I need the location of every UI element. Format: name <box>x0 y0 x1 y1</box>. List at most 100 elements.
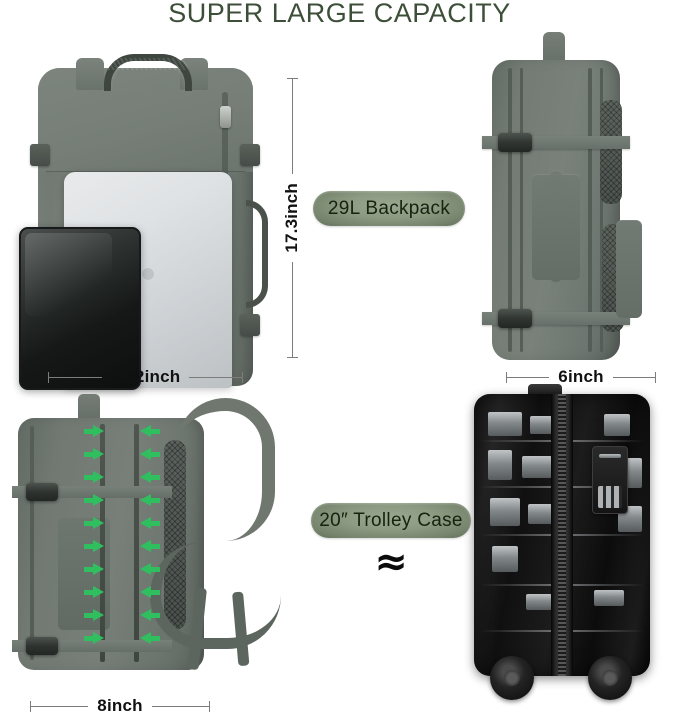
dimension-label: 8inch <box>97 696 143 715</box>
expansion-arrow-tail <box>84 544 93 549</box>
expansion-arrow-right <box>93 632 104 644</box>
expansion-arrow-right <box>93 586 104 598</box>
expansion-arrow-tail <box>84 613 93 618</box>
dimension-segment-start <box>507 376 550 378</box>
compression-buckle-left <box>30 144 50 166</box>
back-buckle-top <box>26 483 58 501</box>
expansion-arrow-tail <box>84 498 93 503</box>
expansion-arrow-right <box>93 517 104 529</box>
side-seam-b <box>520 68 523 352</box>
tablet <box>19 227 141 390</box>
expansion-arrow-tail <box>151 590 160 595</box>
expansion-arrow-tail <box>84 429 93 434</box>
expansion-arrow-tail <box>151 521 160 526</box>
case-chrome-9 <box>604 414 630 436</box>
dimension-label: 12.2inch <box>110 367 181 386</box>
expansion-arrow-right <box>93 425 104 437</box>
dimension-cap-end <box>655 371 656 383</box>
dimension-segment-end <box>291 261 293 358</box>
dimension-back-depth: 8inch <box>30 696 210 715</box>
dimension-cap-start <box>286 78 298 79</box>
expansion-arrow-tail <box>84 636 93 641</box>
dimension-front-width: 12.2inch <box>48 367 244 386</box>
expansion-arrow-right <box>93 471 104 483</box>
expansion-arrow-tail <box>84 567 93 572</box>
expansion-arrow-tail <box>151 452 160 457</box>
dimension-cap-end <box>209 700 210 712</box>
badge-trolley-case: 20″ Trolley Case <box>311 503 471 538</box>
case-wheel-right <box>588 656 632 700</box>
side-bottle-pocket <box>616 220 642 318</box>
dimension-cap-start <box>48 371 49 383</box>
dimension-cap-start <box>30 700 31 712</box>
backpack-side-panel <box>440 24 679 372</box>
expansion-arrow-right <box>93 448 104 460</box>
case-chrome-7 <box>492 546 518 572</box>
dimension-segment-start <box>291 79 293 175</box>
carry-handle <box>104 54 192 91</box>
expansion-arrow-tail <box>151 475 160 480</box>
dimension-segment-start <box>31 705 89 707</box>
dimension-side-depth: 6inch <box>506 367 656 386</box>
expansion-arrow-left <box>140 425 151 437</box>
expansion-arrow-tail <box>84 590 93 595</box>
side-seam-d <box>600 68 603 352</box>
back-top-grip <box>78 394 100 422</box>
shoulder-strap-lower <box>150 542 281 649</box>
expansion-arrow-left <box>140 632 151 644</box>
compression-buckle-right-bottom <box>240 314 260 336</box>
case-wheel-left <box>490 656 534 700</box>
case-chrome-3 <box>488 450 512 480</box>
expansion-arrow-left <box>140 540 151 552</box>
expansion-arrow-left <box>140 563 151 575</box>
dimension-cap-end <box>286 357 298 359</box>
expansion-arrow-left <box>140 609 151 621</box>
case-chrome-6 <box>528 504 552 524</box>
expansion-zipper-right <box>134 424 139 662</box>
back-seam-left <box>30 426 34 660</box>
expansion-arrow-tail <box>151 544 160 549</box>
expansion-arrow-tail <box>151 429 160 434</box>
case-chrome-12 <box>594 590 624 606</box>
backpack-lid <box>38 68 253 172</box>
expansion-arrow-right <box>93 609 104 621</box>
case-chrome-4 <box>522 456 552 478</box>
side-seam-a <box>508 68 512 352</box>
tsa-lock <box>592 446 628 514</box>
backpack-back-panel <box>0 392 300 692</box>
case-chrome-1 <box>488 412 522 436</box>
expansion-arrow-tail <box>84 521 93 526</box>
expansion-arrow-left <box>140 494 151 506</box>
case-chrome-5 <box>490 498 520 526</box>
expansion-arrow-left <box>140 586 151 598</box>
dimension-cap-start <box>506 371 507 383</box>
dimension-front-height: 17.3inch <box>282 78 301 359</box>
compression-buckle-top <box>498 133 532 152</box>
tsa-combination-dials <box>598 486 622 508</box>
dimension-label: 17.3inch <box>282 183 301 253</box>
expansion-arrow-right <box>93 540 104 552</box>
compression-buckle-right-top <box>240 144 260 166</box>
trolley-case-panel <box>440 384 679 714</box>
dimension-segment-end <box>612 376 655 378</box>
side-pocket-divider <box>550 170 562 282</box>
expansion-arrow-tail <box>151 613 160 618</box>
case-chrome-8 <box>526 594 552 610</box>
expansion-arrow-left <box>140 517 151 529</box>
dimension-label: 6inch <box>558 367 604 386</box>
case-shell <box>474 394 650 676</box>
expansion-arrow-left <box>140 448 151 460</box>
dimension-segment-end <box>189 376 243 378</box>
shoulder-strap-upper <box>176 398 275 541</box>
zipper-pull-icon <box>220 106 231 128</box>
back-buckle-bottom <box>26 637 58 655</box>
mesh-panel-upper <box>600 100 622 204</box>
tsa-lock-slot <box>599 454 621 458</box>
page-title: SUPER LARGE CAPACITY <box>168 0 511 28</box>
expansion-arrow-tail <box>151 636 160 641</box>
expansion-arrow-left <box>140 471 151 483</box>
expansion-arrow-right <box>93 563 104 575</box>
side-seam-c <box>588 68 592 352</box>
expansion-arrow-tail <box>151 498 160 503</box>
